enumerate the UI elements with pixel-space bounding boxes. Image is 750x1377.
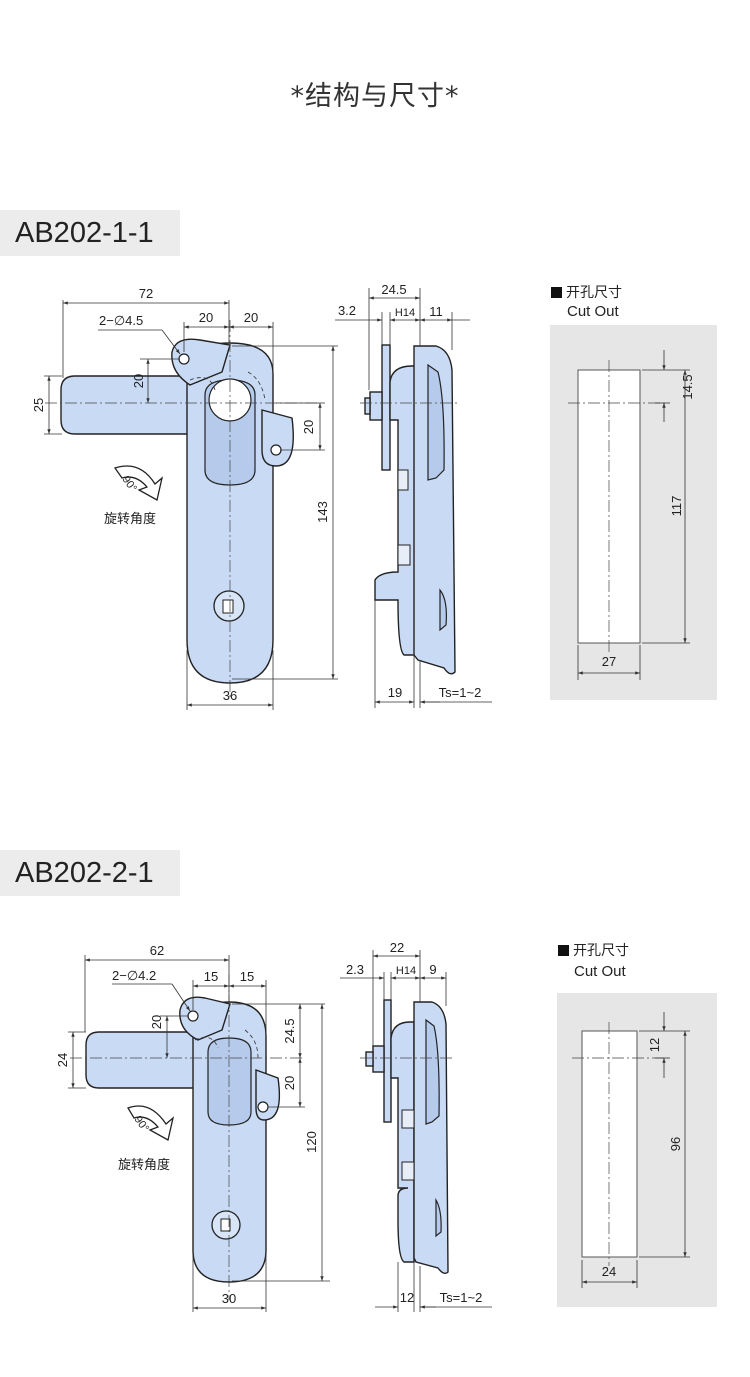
- dim-24-cut: 24: [602, 1264, 616, 1279]
- dim-h14: H14: [395, 307, 415, 319]
- rotation-label-1: 旋转角度: [104, 511, 156, 526]
- front-view-1: 72 20 20 2−∅4.5 20 25 20 143 36 90° 旋转角度: [31, 286, 338, 710]
- dim-20r: 20: [301, 420, 316, 434]
- dim-20b: 20: [244, 310, 258, 325]
- dim-hole-2: 2−∅4.2: [112, 968, 156, 983]
- mounting-lug-2: [261, 409, 294, 467]
- dim-36: 36: [223, 688, 237, 703]
- dim-117: 117: [669, 496, 684, 517]
- model-tag-2: AB202-2-1: [0, 850, 180, 896]
- cutout-2: 开孔尺寸 Cut Out 12 96 24: [557, 942, 717, 1307]
- dim-120: 120: [304, 1131, 319, 1153]
- dim-20v-2: 20: [149, 1015, 164, 1029]
- dim-24-5: 24.5: [381, 282, 406, 297]
- dim-22: 22: [390, 940, 404, 955]
- dim-12-side: 12: [400, 1290, 414, 1305]
- cutout-label-cn-2: 开孔尺寸: [573, 942, 629, 958]
- dim-24: 24: [55, 1053, 70, 1067]
- dim-30: 30: [222, 1291, 236, 1306]
- handle-arm-1: [60, 375, 191, 435]
- rotation-label-2: 旋转角度: [118, 1157, 170, 1172]
- dim-ts-2: Ts=1~2: [440, 1290, 483, 1305]
- dim-ts: Ts=1~2: [439, 685, 482, 700]
- model-tag-1: AB202-1-1: [0, 210, 180, 256]
- cutout-label-cn-1: 开孔尺寸: [566, 284, 622, 300]
- cutout-1: 开孔尺寸 Cut Out 14.5 117 27: [550, 284, 717, 700]
- dim-62: 62: [150, 943, 164, 958]
- dim-3-2: 3.2: [338, 303, 356, 318]
- front-view-2: 62 15 15 2−∅4.2 20 24 24.5 20 120 30 90°…: [55, 943, 330, 1312]
- side-housing-2: [390, 1021, 415, 1263]
- dim-24-5-v: 24.5: [282, 1018, 297, 1043]
- dim-143: 143: [315, 501, 330, 523]
- dim-9: 9: [429, 962, 436, 977]
- dim-11: 11: [429, 304, 443, 319]
- cutout-label-en-2: Cut Out: [574, 963, 627, 980]
- dim-19: 19: [388, 685, 402, 700]
- side-housing-1: [374, 365, 416, 656]
- dim-12-cut: 12: [647, 1038, 662, 1052]
- dim-27: 27: [602, 654, 616, 669]
- dim-2-3: 2.3: [346, 962, 364, 977]
- dim-25: 25: [31, 398, 46, 412]
- cutout-label-en-1: Cut Out: [567, 303, 620, 320]
- cutout-rect-2: [581, 1030, 638, 1258]
- dim-hole: 2−∅4.5: [99, 313, 143, 328]
- dim-72: 72: [139, 286, 153, 301]
- dim-20r-2: 20: [282, 1076, 297, 1090]
- dim-14-5: 14.5: [680, 374, 695, 399]
- dim-h14-2: H14: [396, 965, 416, 977]
- side-view-1: 24.5 3.2 H14 11 19 Ts=1~2: [335, 282, 492, 708]
- mounting-lug-3: [179, 996, 231, 1041]
- dim-20a: 20: [199, 310, 213, 325]
- page-title: *结构与尺寸*: [290, 81, 460, 112]
- side-view-2: 22 2.3 H14 9 12 Ts=1~2: [340, 940, 492, 1312]
- dim-96: 96: [668, 1137, 683, 1151]
- mounting-lug-1: [171, 338, 231, 386]
- dim-15b: 15: [240, 969, 254, 984]
- dim-15a: 15: [204, 969, 218, 984]
- dim-20v: 20: [131, 374, 146, 388]
